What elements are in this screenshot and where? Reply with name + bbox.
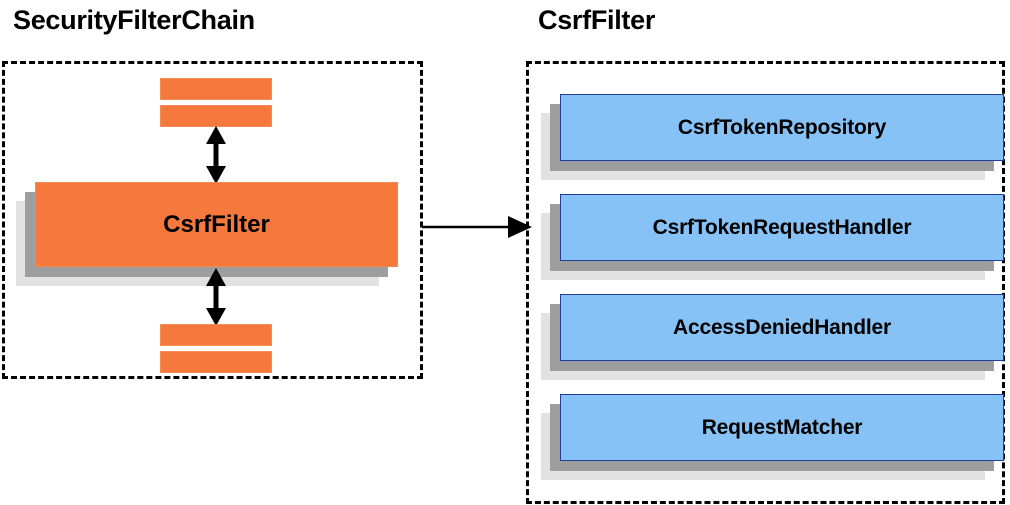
collaborator-label: AccessDeniedHandler xyxy=(560,294,1004,361)
collaborator-label: CsrfTokenRequestHandler xyxy=(560,194,1004,261)
collaborator-card-csrf-token-repository[interactable]: CsrfTokenRepository xyxy=(541,94,1004,180)
collaborator-label: RequestMatcher xyxy=(560,394,1004,461)
arrow-up-down-bottom xyxy=(204,268,228,326)
collaborator-card-request-matcher[interactable]: RequestMatcher xyxy=(541,394,1004,480)
following-filter-strip-2 xyxy=(160,351,272,373)
right-panel-title: CsrfFilter xyxy=(538,5,656,35)
following-filter-strip-1 xyxy=(160,324,272,346)
preceding-filter-strip-1 xyxy=(160,78,272,100)
csrf-filter-label: CsrfFilter xyxy=(35,182,398,267)
collaborator-card-access-denied-handler[interactable]: AccessDeniedHandler xyxy=(541,294,1004,380)
csrf-filter-collaborators-container xyxy=(526,61,1005,504)
arrow-up-down-top xyxy=(204,126,228,184)
collaborator-card-csrf-token-request-handler[interactable]: CsrfTokenRequestHandler xyxy=(541,194,1004,280)
connector-arrow-to-collaborators xyxy=(422,215,532,239)
preceding-filter-strip-2 xyxy=(160,105,272,127)
csrf-filter-card[interactable]: CsrfFilter xyxy=(16,182,398,286)
left-panel-title: SecurityFilterChain xyxy=(13,5,255,35)
security-filter-chain-container xyxy=(2,61,423,379)
collaborator-label: CsrfTokenRepository xyxy=(560,94,1004,161)
